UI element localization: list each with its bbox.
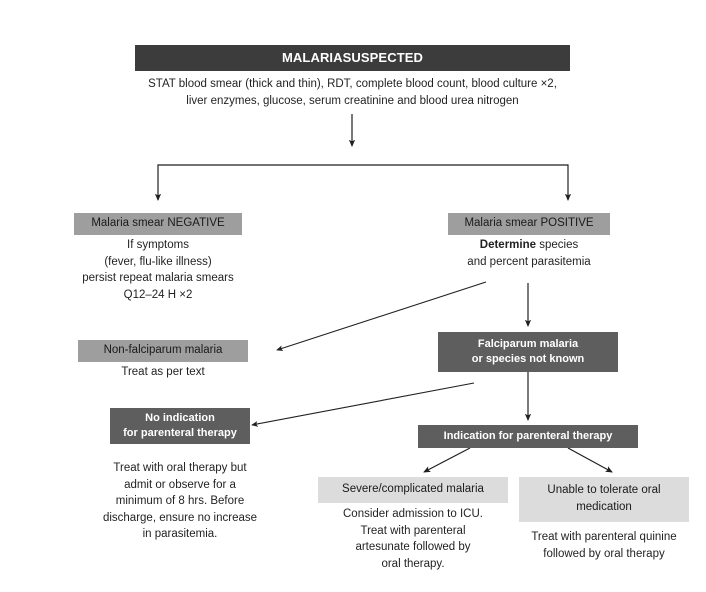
positive-line-1-rest: species xyxy=(536,239,579,251)
severe-line-2: Treat with parenteral xyxy=(360,524,466,537)
node-malaria-smear-positive-header: Malaria smear POSITIVE xyxy=(448,213,610,235)
node-severe-complicated-malaria-header: Severe/complicated malaria xyxy=(318,477,508,503)
no-indication-body-line-1: Treat with oral therapy but xyxy=(113,462,247,474)
severe-line-3: artesunate followed by xyxy=(355,541,471,553)
connector-falciparum-to-noindication xyxy=(251,382,475,427)
node-severe-complicated-malaria-body: Consider admission to ICU. Treat with pa… xyxy=(318,505,508,572)
node-non-falciparum-malaria-body: Treat as per text xyxy=(68,363,258,381)
positive-line-1: Determine species xyxy=(438,237,620,254)
negative-line-4: Q12–24 H ×2 xyxy=(123,288,193,301)
positive-line-1-bold: Determine xyxy=(479,239,537,251)
no-indication-body-line-4: discharge, ensure no increase xyxy=(102,511,258,524)
no-indication-line-1: No indication xyxy=(145,412,215,424)
positive-line-2: and percent parasitemia xyxy=(467,255,591,268)
node-unable-tolerate-oral-body: Treat with parenteral quinine followed b… xyxy=(519,528,689,562)
unable-line-2: followed by oral therapy xyxy=(543,547,665,560)
node-malaria-suspected-body: STAT blood smear (thick and thin), RDT, … xyxy=(135,75,570,109)
indication-label: Indication for parenteral therapy xyxy=(443,430,613,442)
node-malaria-smear-negative-header: Malaria smear NEGATIVE xyxy=(74,213,242,235)
unable-line-1: Treat with parenteral quinine xyxy=(531,531,677,543)
node-severe-complicated-malaria: Severe/complicated malaria Consider admi… xyxy=(318,477,508,572)
node-no-indication-body: Treat with oral therapy but admit or obs… xyxy=(72,459,288,543)
negative-line-3: persist repeat malaria smears xyxy=(82,272,234,284)
node-unable-tolerate-oral-header: Unable to tolerate oral medication xyxy=(519,477,689,522)
node-non-falciparum-malaria-header: Non-falciparum malaria xyxy=(78,340,248,362)
severe-line-4: oral therapy. xyxy=(381,557,445,570)
severe-line-1: Consider admission to ICU. xyxy=(343,508,483,520)
negative-line-2: (fever, flu-like illness) xyxy=(104,255,212,268)
connector-indication-to-unable xyxy=(567,447,613,473)
node-malaria-smear-positive: Malaria smear POSITIVE Determine species… xyxy=(438,213,620,270)
root-body-line-1: STAT blood smear (thick and thin), RDT, … xyxy=(148,78,557,90)
no-indication-body-line-5: in parasitemia. xyxy=(142,528,218,540)
node-non-falciparum-malaria: Non-falciparum malaria Treat as per text xyxy=(68,340,258,381)
negative-line-1: If symptoms xyxy=(127,239,189,251)
node-indication-parenteral: Indication for parenteral therapy xyxy=(418,425,638,448)
connector-indication-to-severe xyxy=(423,447,471,473)
no-indication-line-2: for parenteral therapy xyxy=(123,427,237,439)
falciparum-line-1: Falciparum malaria xyxy=(477,338,579,350)
no-indication-body-line-2: admit or observe for a xyxy=(124,478,236,491)
unable-header-line-1: Unable to tolerate oral xyxy=(547,484,661,496)
node-malaria-smear-positive-body: Determine species and percent parasitemi… xyxy=(438,236,620,270)
node-no-indication-parenteral: No indication for parenteral therapy xyxy=(110,408,250,444)
falciparum-line-2: or species not known xyxy=(471,353,585,365)
root-body-line-2: liver enzymes, glucose, serum creatinine… xyxy=(186,94,519,107)
node-malaria-smear-negative-body: If symptoms (fever, flu-like illness) pe… xyxy=(48,236,268,303)
node-falciparum-malaria: Falciparum malaria or species not known xyxy=(438,332,618,372)
node-malaria-suspected: MALARIASUSPECTED STAT blood smear (thick… xyxy=(135,45,570,109)
unable-header-line-2: medication xyxy=(576,501,632,513)
no-indication-body-line-3: minimum of 8 hrs. Before xyxy=(115,495,245,507)
node-unable-tolerate-oral: Unable to tolerate oral medication Treat… xyxy=(519,477,689,562)
node-malaria-smear-negative: Malaria smear NEGATIVE If symptoms (feve… xyxy=(48,213,268,303)
non-falciparum-line-1: Treat as per text xyxy=(121,366,205,378)
node-malaria-suspected-header: MALARIASUSPECTED xyxy=(135,45,570,71)
